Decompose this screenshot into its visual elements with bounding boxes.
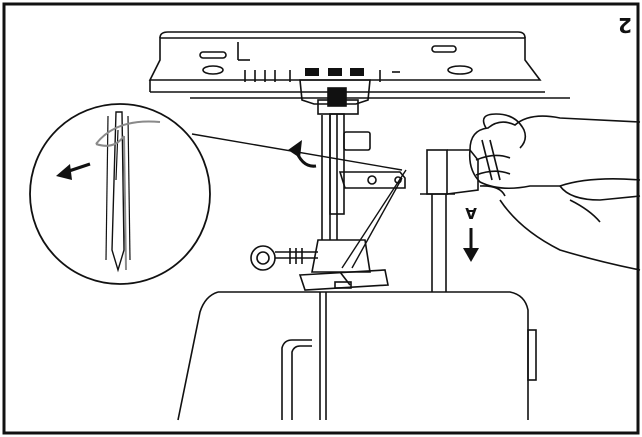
- machine-bed: [177, 291, 537, 421]
- presser-foot-screw: [250, 245, 318, 271]
- machine-head-plate: [148, 31, 570, 99]
- hand: [468, 113, 641, 271]
- rotation-arrow-icon: [288, 140, 317, 168]
- thread: [191, 133, 407, 269]
- direction-label: A: [465, 204, 477, 222]
- step-number: 2: [618, 13, 632, 37]
- presser-bar: [321, 115, 371, 240]
- needle-clamp: [299, 79, 371, 240]
- presser-foot: [298, 239, 389, 291]
- tension-blocks: [305, 68, 364, 76]
- magnifier-inset: [29, 103, 211, 285]
- down-arrow-icon: [463, 228, 479, 262]
